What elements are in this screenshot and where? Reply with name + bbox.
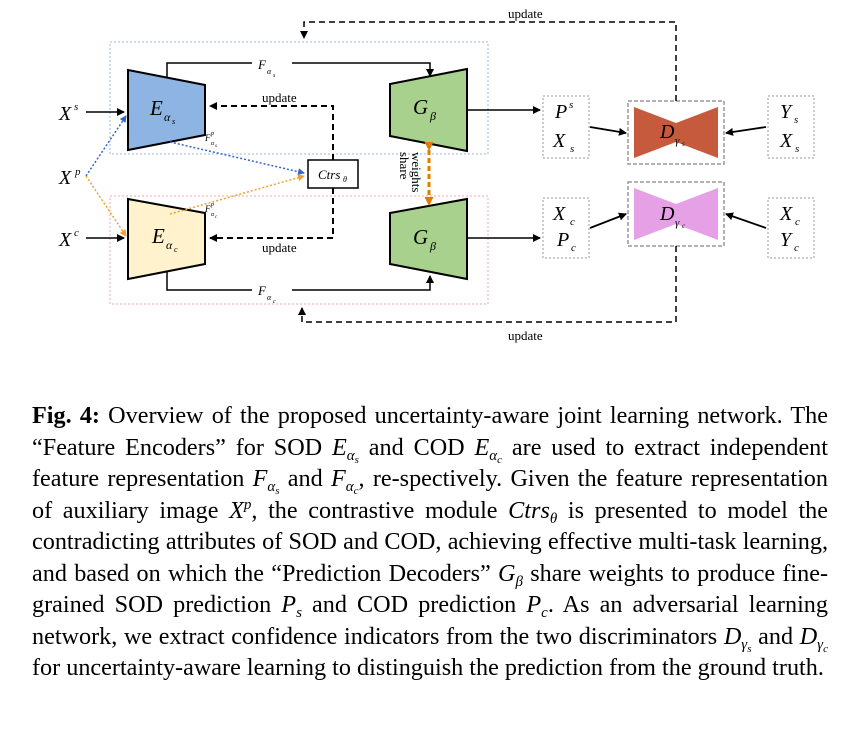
contrastive-module: Ctrs θ <box>307 159 359 189</box>
svg-text:p: p <box>210 131 214 137</box>
svg-text:γ: γ <box>675 135 680 147</box>
figure-caption: Fig. 4: Overview of the proposed uncerta… <box>32 400 828 684</box>
svg-text:s: s <box>570 143 574 155</box>
svg-text:s: s <box>172 117 175 126</box>
svg-text:p: p <box>74 166 81 178</box>
update-label-top: update <box>508 6 543 21</box>
svg-text:c: c <box>794 242 799 254</box>
svg-text:P: P <box>556 229 569 251</box>
svg-text:X: X <box>58 229 72 251</box>
svg-text:α: α <box>211 141 215 147</box>
encoder-sod: E α s <box>127 68 206 152</box>
svg-text:G: G <box>413 225 428 249</box>
svg-text:c: c <box>570 216 575 228</box>
svg-text:s: s <box>794 114 798 126</box>
svg-text:c: c <box>215 215 218 220</box>
svg-text:weights: weights <box>409 152 424 192</box>
svg-text:G: G <box>413 95 428 119</box>
svg-text:s: s <box>74 101 78 113</box>
svg-text:α: α <box>164 110 171 124</box>
svg-text:c: c <box>74 227 79 239</box>
svg-text:α: α <box>267 67 272 76</box>
svg-text:β: β <box>429 109 436 123</box>
svg-text:X: X <box>779 203 793 225</box>
svg-text:X: X <box>58 103 72 125</box>
svg-text:E: E <box>151 224 165 248</box>
svg-text:γ: γ <box>675 217 680 229</box>
svg-text:c: c <box>571 242 576 254</box>
update-label-lower: update <box>262 240 297 255</box>
svg-text:share: share <box>397 152 412 180</box>
cod-branch-box <box>109 195 489 305</box>
svg-text:X: X <box>552 203 566 225</box>
network-diagram: E α s E α c G β G β Ctrs θ D γ s D γ <box>58 6 815 343</box>
discriminator-cod: D γ c <box>627 181 725 247</box>
svg-text:F: F <box>204 133 211 143</box>
svg-text:D: D <box>659 203 675 225</box>
svg-text:F: F <box>257 283 267 298</box>
svg-text:c: c <box>682 222 686 230</box>
svg-text:X: X <box>58 167 72 189</box>
svg-text:α: α <box>267 293 272 302</box>
svg-text:D: D <box>659 121 675 143</box>
svg-text:α: α <box>211 212 215 218</box>
svg-text:X: X <box>552 130 566 152</box>
svg-text:s: s <box>569 99 573 111</box>
svg-text:F: F <box>204 204 211 214</box>
svg-text:β: β <box>429 239 436 253</box>
encoder-cod: E α c <box>127 197 206 281</box>
caption-label: Fig. 4: <box>32 402 100 429</box>
caption-text: Overview of the proposed uncertainty-awa… <box>32 402 829 681</box>
decoder-cod: G β <box>389 197 468 281</box>
svg-text:s: s <box>215 144 217 149</box>
svg-text:X: X <box>779 130 793 152</box>
share-weights-label: share weights <box>397 152 424 192</box>
svg-text:α: α <box>166 238 173 252</box>
svg-text:s: s <box>682 140 685 148</box>
discriminator-sod: D γ s <box>627 100 725 165</box>
decoder-sod: G β <box>389 67 468 153</box>
svg-text:p: p <box>210 202 214 208</box>
svg-text:c: c <box>795 216 800 228</box>
update-label-upper: update <box>262 90 297 105</box>
svg-text:Y: Y <box>780 101 793 123</box>
update-label-bottom: update <box>508 328 543 343</box>
svg-text:c: c <box>174 245 178 254</box>
sod-branch-box <box>109 41 489 155</box>
svg-text:θ: θ <box>343 175 347 184</box>
svg-text:s: s <box>273 73 276 79</box>
svg-text:E: E <box>149 96 163 120</box>
svg-text:c: c <box>273 299 276 305</box>
svg-text:Y: Y <box>780 229 793 251</box>
svg-text:P: P <box>554 101 567 123</box>
svg-text:F: F <box>257 57 267 72</box>
svg-text:s: s <box>795 143 799 155</box>
svg-text:Ctrs: Ctrs <box>318 167 340 182</box>
